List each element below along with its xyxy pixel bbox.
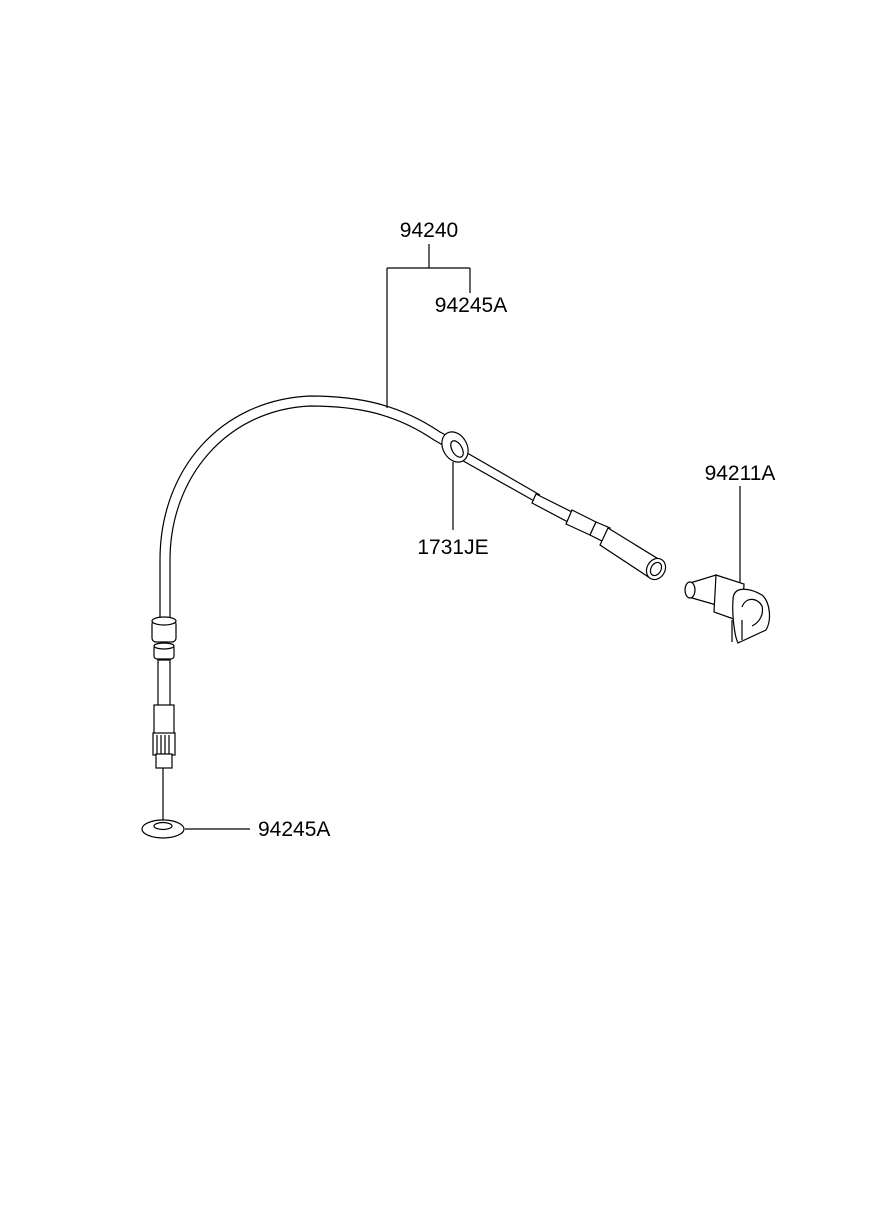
- label-clip: 1731JE: [417, 536, 488, 559]
- grommet-bottom: [141, 819, 185, 839]
- clip-1731je: [441, 431, 469, 463]
- label-grommet-top: 94245A: [435, 294, 507, 317]
- connector-94211a: [684, 574, 771, 644]
- speedometer-cable: [159, 395, 667, 618]
- part-labels: 94240 94245A 1731JE 94211A 94245A: [258, 219, 775, 841]
- cable-lower-end: [151, 616, 177, 769]
- label-grommet-bottom: 94245A: [258, 818, 330, 841]
- leader-lines: [162, 244, 741, 830]
- label-connector: 94211A: [705, 462, 776, 485]
- label-cable-assembly: 94240: [400, 219, 458, 242]
